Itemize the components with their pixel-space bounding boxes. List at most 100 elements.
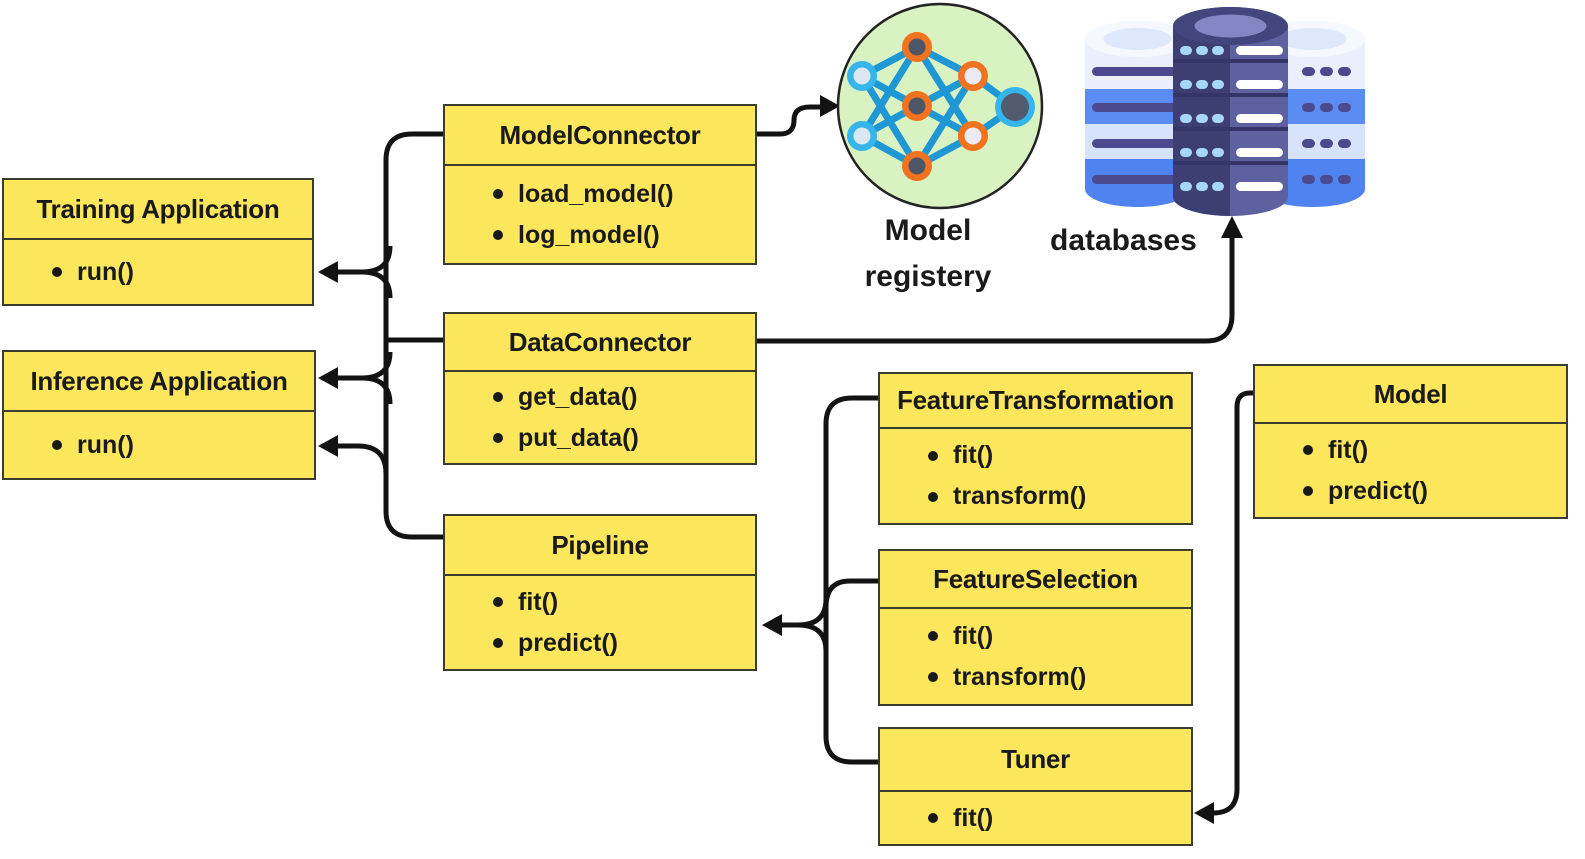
- class-title: Inference Application: [30, 365, 288, 396]
- nn-output-node: [995, 87, 1035, 127]
- featureselection-to-trunk: [823, 578, 878, 608]
- model-registry-label-line2: registery: [864, 260, 992, 293]
- bullet-icon: [493, 433, 503, 443]
- bullet-icon: [493, 392, 503, 402]
- bullet-icon: [493, 230, 503, 240]
- method-label: run(): [77, 257, 134, 286]
- arrowhead-inference-title: [318, 367, 338, 389]
- method-item: predict(): [493, 629, 755, 658]
- bullet-icon: [1303, 445, 1313, 455]
- method-label: transform(): [953, 662, 1087, 691]
- class-title: Tuner: [1001, 744, 1070, 774]
- method-item: fit(): [928, 441, 1191, 470]
- method-item: run(): [52, 431, 314, 460]
- class-box-pipeline: Pipeline fit() predict(): [443, 514, 757, 671]
- class-title: DataConnector: [508, 326, 692, 357]
- class-methods: run(): [4, 238, 312, 304]
- method-item: predict(): [1303, 477, 1566, 506]
- class-methods: get_data() put_data(): [445, 370, 755, 463]
- method-item: fit(): [493, 588, 755, 617]
- class-box-model: Model fit() predict(): [1253, 364, 1568, 519]
- class-methods: load_model() log_model(): [445, 164, 755, 263]
- class-box-modelconnector: ModelConnector load_model() log_model(): [443, 104, 757, 265]
- method-label: load_model(): [518, 179, 674, 208]
- method-label: predict(): [518, 628, 618, 657]
- method-label: fit(): [1328, 435, 1369, 464]
- class-title: ModelConnector: [499, 119, 701, 150]
- arrowhead-tuner: [1194, 802, 1214, 824]
- class-box-featureselection: FeatureSelection fit() transform(): [878, 549, 1193, 706]
- bullet-icon: [928, 813, 938, 823]
- bullet-icon: [493, 597, 503, 607]
- class-methods: fit(): [880, 790, 1191, 844]
- class-title: FeatureTransformation: [897, 385, 1174, 415]
- class-box-tuner: Tuner fit(): [878, 727, 1193, 846]
- class-box-featuretransformation: FeatureTransformation fit() transform(): [878, 372, 1193, 525]
- method-label: predict(): [1328, 476, 1428, 505]
- method-item: get_data(): [493, 383, 755, 412]
- method-label: fit(): [953, 441, 994, 469]
- bullet-icon: [493, 638, 503, 648]
- method-item: load_model(): [493, 180, 755, 209]
- method-item: transform(): [928, 482, 1191, 511]
- bullet-icon: [928, 491, 938, 502]
- databases-label: databases: [1050, 224, 1197, 257]
- arrowhead-inference-run: [318, 435, 338, 457]
- method-item: fit(): [928, 804, 1191, 833]
- method-label: fit(): [518, 587, 559, 616]
- class-methods: run(): [4, 410, 314, 478]
- class-methods: fit() predict(): [445, 574, 755, 669]
- branch-inference-run: [336, 443, 389, 475]
- db-cylinder-middle: [1173, 7, 1288, 216]
- bullet-icon: [928, 631, 938, 641]
- class-box-inference-application: Inference Application run(): [2, 350, 316, 480]
- bullet-icon: [493, 189, 503, 199]
- bullet-icon: [928, 672, 938, 682]
- trunk-middle: [823, 395, 878, 765]
- method-label: log_model(): [518, 220, 660, 249]
- dataconnector-to-databases: [757, 234, 1235, 344]
- class-box-dataconnector: DataConnector get_data() put_data(): [443, 312, 757, 465]
- arrowhead-pipeline: [762, 614, 782, 636]
- nn-hidden-nodes: [902, 32, 988, 181]
- method-label: put_data(): [518, 423, 639, 452]
- trunk-left: [383, 131, 443, 540]
- model-registry-label: Model registery: [828, 208, 1028, 300]
- arrowhead-registry: [820, 95, 840, 117]
- branch-inference-title-join: [361, 375, 393, 405]
- method-label: run(): [77, 430, 134, 459]
- class-methods: fit() predict(): [1255, 422, 1566, 517]
- method-item: log_model(): [493, 221, 755, 250]
- branch-training-run-join: [361, 269, 393, 299]
- method-item: fit(): [1303, 436, 1566, 465]
- nn-input-nodes: [847, 61, 877, 151]
- method-label: fit(): [953, 621, 994, 650]
- model-to-tuner: [1210, 390, 1253, 816]
- branch-inference-title: [336, 351, 393, 381]
- branch-pipeline-join: [797, 622, 829, 652]
- model-registry-label-line1: Model: [884, 214, 972, 247]
- method-label: get_data(): [518, 382, 638, 411]
- class-title: FeatureSelection: [933, 563, 1138, 594]
- database-stack-icon: [1085, 7, 1365, 216]
- class-box-training-application: Training Application run(): [2, 178, 314, 306]
- bullet-icon: [1303, 486, 1313, 496]
- class-title: Pipeline: [551, 529, 649, 560]
- arrowhead-training-run: [318, 261, 338, 283]
- neural-network-icon: [836, 2, 1044, 210]
- class-methods: fit() transform(): [880, 427, 1191, 523]
- branch-training-run: [336, 245, 393, 275]
- class-title: Model: [1373, 378, 1448, 409]
- method-item: transform(): [928, 663, 1191, 692]
- bullet-icon: [52, 267, 62, 277]
- method-label: transform(): [953, 482, 1087, 510]
- modelconnector-to-registry: [757, 104, 822, 137]
- method-item: put_data(): [493, 424, 755, 453]
- branch-pipeline: [780, 598, 829, 628]
- db-cylinder-left: [1085, 21, 1190, 207]
- method-item: fit(): [928, 622, 1191, 651]
- method-item: run(): [52, 258, 312, 287]
- arrowhead-databases: [1221, 216, 1243, 238]
